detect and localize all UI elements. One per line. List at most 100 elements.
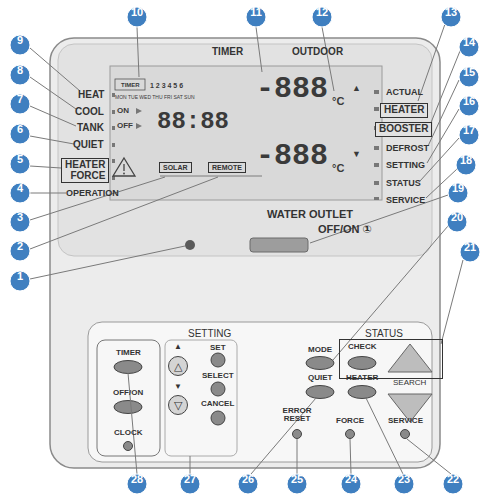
callout-number: 8 xyxy=(9,64,31,86)
lcd-screen xyxy=(110,66,382,200)
callout-number: 6 xyxy=(9,123,31,145)
callout-number: 14 xyxy=(458,36,480,58)
panel-label: ERROR RESET xyxy=(277,407,317,423)
panel-label: OUTDOOR xyxy=(292,47,343,57)
lcd-screen-part xyxy=(113,158,135,176)
callout-number: 28 xyxy=(126,473,148,495)
display-segment: TIMER xyxy=(121,82,140,88)
display-segment: -888 xyxy=(256,74,328,104)
lcd-screen-part xyxy=(112,90,379,200)
panel-label: ▼ xyxy=(174,383,182,391)
callout-number: 9 xyxy=(9,34,31,56)
status-indicators-part xyxy=(185,240,195,250)
callout-number: 23 xyxy=(393,473,415,495)
callout-number: 3 xyxy=(9,211,31,233)
leader-lines-part xyxy=(30,166,61,168)
panel-label: WATER OUTLET xyxy=(267,209,353,220)
buttons-part xyxy=(124,442,133,451)
callout-circle xyxy=(180,474,200,494)
callout-circle xyxy=(127,7,147,27)
callout-number: 17 xyxy=(458,124,480,146)
leader-lines-part xyxy=(137,27,139,77)
housing xyxy=(50,38,440,468)
panel-label: CANCEL xyxy=(201,400,234,408)
buttons-part xyxy=(306,386,334,399)
housing-part xyxy=(50,38,440,468)
callout-number: 26 xyxy=(237,473,259,495)
callout-circle xyxy=(10,212,30,232)
callout-number: 20 xyxy=(446,211,468,233)
lcd-screen-part-part xyxy=(136,108,142,114)
callout-number: 27 xyxy=(179,473,201,495)
callout-circle xyxy=(127,474,147,494)
callout-circle xyxy=(10,154,30,174)
callout-number: 8 xyxy=(9,64,31,86)
callout-number: 13 xyxy=(440,6,462,28)
buttons-part xyxy=(169,396,188,415)
panel-label: HEAT xyxy=(78,90,104,100)
callout-number: 17 xyxy=(458,124,480,146)
panel-label: TANK xyxy=(77,123,104,133)
panel-label: MODE xyxy=(308,346,332,354)
callout-circle xyxy=(238,474,258,494)
callout-circle xyxy=(456,155,476,175)
lcd-screen-part-part xyxy=(112,110,115,114)
button-groups-part xyxy=(165,340,237,456)
callout-circle xyxy=(394,474,414,494)
callout-number: 23 xyxy=(393,473,415,495)
panel-label: DEFROST xyxy=(386,144,429,153)
housing-part xyxy=(58,44,432,256)
callout-number: 2 xyxy=(9,240,31,262)
panel-label: BOOSTER xyxy=(379,124,428,135)
panel-label: △ xyxy=(174,361,182,372)
callout-number: 18 xyxy=(455,154,477,176)
callout-number: 26 xyxy=(237,473,259,495)
panel-label: OPERATION xyxy=(66,189,119,198)
lcd-screen-part-part xyxy=(112,126,115,130)
leader-lines-part xyxy=(30,136,74,144)
panel-label: CHECK xyxy=(348,343,442,351)
callout-number: 27 xyxy=(179,473,201,495)
callout-circle xyxy=(448,183,468,203)
leader-lines-part xyxy=(256,27,262,72)
callout-number: 21 xyxy=(459,241,481,263)
framed-label: BOOSTER xyxy=(375,122,432,137)
panel-label: FORCE xyxy=(336,417,364,425)
buttons-part xyxy=(211,411,225,425)
lcd-screen-part-part xyxy=(374,107,379,111)
panel-label: SELECT xyxy=(202,372,234,380)
panel-label: ▲ xyxy=(174,343,182,351)
lcd-screen-part xyxy=(110,66,382,200)
callout-number: 19 xyxy=(447,182,469,204)
framed-label: SOLAR xyxy=(159,162,192,173)
callout-circle xyxy=(10,94,30,114)
panel-label: QUIET xyxy=(308,374,332,382)
display-segment: 1 2 3 4 5 6 xyxy=(150,82,183,89)
panel-label: SERVICE xyxy=(386,196,425,205)
leader-lines-part xyxy=(251,398,316,474)
lcd-screen-part xyxy=(115,79,145,90)
callout-number: 24 xyxy=(340,473,362,495)
display-segment: -888 xyxy=(256,141,328,171)
lcd-screen-part-part xyxy=(374,90,379,94)
callout-number: 13 xyxy=(440,6,462,28)
status-indicators-part xyxy=(250,238,308,252)
callout-circle xyxy=(460,242,480,262)
display-segment: ON xyxy=(117,107,129,115)
buttons-part xyxy=(401,430,410,439)
panel-label: TIMER xyxy=(212,47,243,57)
callout-number: 5 xyxy=(9,153,31,175)
callout-circle xyxy=(443,474,463,494)
buttons-part xyxy=(388,344,432,372)
display-segment: °C xyxy=(332,163,344,174)
buttons-part xyxy=(211,382,225,396)
callout-number: 11 xyxy=(245,6,267,28)
callout-number: 14 xyxy=(458,36,480,58)
callout-circle xyxy=(312,7,332,27)
callout-circle xyxy=(10,65,30,85)
buttons-part xyxy=(348,386,376,399)
buttons-part xyxy=(114,401,142,414)
leader-lines-part xyxy=(407,439,451,474)
callout-circle xyxy=(459,67,479,87)
